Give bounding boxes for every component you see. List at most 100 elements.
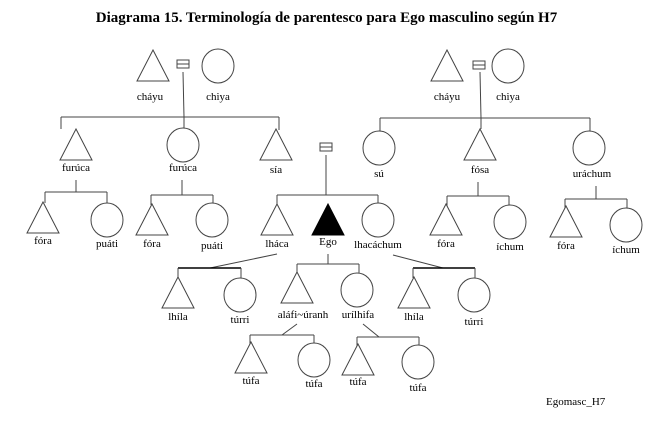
kin-term-label: lháca [265,238,288,250]
female-circle-icon [401,344,435,380]
marriage-equals-icon [176,59,190,69]
kin-term-label: lhacáchum [354,239,402,251]
female-circle-icon [362,130,396,166]
kin-node-g1: túfa [234,340,268,387]
kin-node-g3: túfa [341,342,375,388]
female-circle-icon [491,48,525,84]
female-circle-icon [493,204,527,240]
female-circle-icon [572,130,606,166]
kin-term-label: chiya [206,91,230,103]
kin-node-mz: sú [362,130,396,180]
male-triangle-icon [341,342,375,376]
female-circle-icon [90,202,124,238]
kin-term-label: túfa [242,375,259,387]
female-circle-icon [361,202,395,238]
marriage-equals-icon [472,60,486,70]
kin-term-label: lhíla [404,311,424,323]
kin-node-pf: cháyu [136,48,170,103]
kin-node-pm: chiya [201,48,235,103]
male-triangle-icon [463,127,497,161]
kin-node-ed: urílhifa [340,272,374,321]
kin-node-bd: túrri [223,277,257,326]
kin-term-label: puáti [201,240,223,252]
female-circle-icon [201,48,235,84]
kinship-nodes: cháyu chiya cháyu chiya furúca furúca sía sú fós… [26,48,643,394]
marriage-equals-icon [319,142,333,152]
kinship-lines [44,71,628,346]
kin-term-label: furúca [62,162,90,174]
kin-node-zs: lhíla [397,275,431,323]
kin-node-mz2: uráchum [572,130,612,180]
kin-node-c6: íchum [493,204,527,253]
kin-term-label: uráchum [573,168,612,180]
kin-term-label: sú [374,168,384,180]
kin-term-label: puáti [96,238,118,250]
kin-node-fz: furúca [166,127,200,174]
kin-term-label: túfa [409,382,426,394]
kin-term-label: fóra [437,238,455,250]
kin-node-c5: fóra [429,202,463,250]
male-triangle-icon [430,48,464,82]
kin-term-label: túfa [305,378,322,390]
kin-term-label: chiya [496,91,520,103]
female-circle-icon [195,202,229,238]
male-triangle-icon [161,275,195,309]
kin-node-bs: lhíla [161,275,195,323]
kin-term-label: cháyu [434,91,461,103]
kin-term-label: íchum [612,244,640,256]
kin-node-b: lháca [260,202,294,250]
kin-node-mm: chiya [491,48,525,103]
kin-node-es: aláfi~úranh [278,270,329,321]
kin-term-label: fóra [557,240,575,252]
kin-node-c4: puáti [195,202,229,252]
kin-term-label: cháyu [137,91,164,103]
ego-filled-triangle-icon [311,202,345,236]
male-triangle-icon [397,275,431,309]
diagram-title: Diagrama 15. Terminología de parentesco … [95,10,558,26]
female-circle-icon [609,207,643,243]
male-triangle-icon [135,202,169,236]
male-triangle-icon [136,48,170,82]
kin-node-ego: Ego [311,202,345,248]
kin-node-c7: fóra [549,204,583,252]
kin-node-fb: furúca [59,127,93,174]
kin-term-label: túfa [349,376,366,388]
kin-term-label: túrri [231,314,250,326]
diagram-id-label: Egomasc_H7 [546,396,606,408]
kin-node-c3: fóra [135,202,169,250]
kin-term-label: íchum [496,241,524,253]
female-circle-icon [166,127,200,163]
kin-term-label: fóra [143,238,161,250]
kin-node-zd: túrri [457,277,491,328]
male-triangle-icon [260,202,294,236]
kin-term-label: urílhifa [342,309,374,321]
kin-term-label: sía [270,164,282,176]
kin-term-label: fóra [34,235,52,247]
male-triangle-icon [234,340,268,374]
kin-node-g2: túfa [297,342,331,390]
kin-term-label: furúca [169,162,197,174]
kin-node-f: sía [259,127,293,176]
kin-term-label: aláfi~úranh [278,309,329,321]
kin-node-c8: íchum [609,207,643,256]
male-triangle-icon [59,127,93,161]
marriage-symbols [176,59,486,152]
kin-term-label: Ego [319,236,337,248]
female-circle-icon [223,277,257,313]
kin-node-c2: puáti [90,202,124,250]
kin-node-c1: fóra [26,200,60,247]
male-triangle-icon [26,200,60,234]
female-circle-icon [297,342,331,378]
kin-node-g4: túfa [401,344,435,394]
male-triangle-icon [429,202,463,236]
female-circle-icon [457,277,491,313]
kin-node-mb: fósa [463,127,497,176]
kin-node-mf: cháyu [430,48,464,103]
male-triangle-icon [280,270,314,304]
male-triangle-icon [549,204,583,238]
kin-term-label: túrri [465,316,484,328]
kin-term-label: lhíla [168,311,188,323]
kin-node-z: lhacáchum [354,202,402,251]
kin-term-label: fósa [471,164,489,176]
